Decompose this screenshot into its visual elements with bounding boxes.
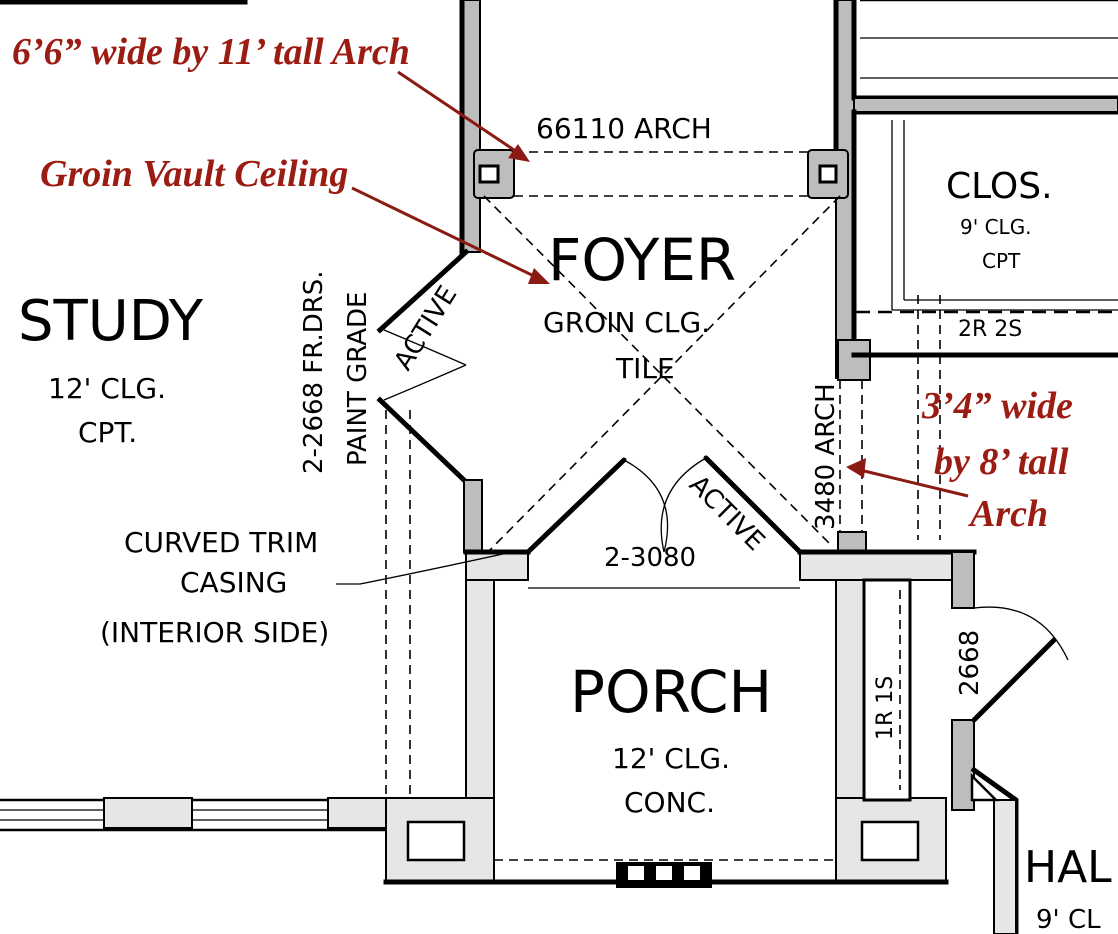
- annotation-arch-side-3: Arch: [968, 493, 1048, 535]
- front-doors: [525, 455, 803, 555]
- hall-door-label: 2668: [955, 630, 985, 696]
- foyer-angled-walls: [376, 248, 483, 553]
- study-name: STUDY: [18, 289, 204, 354]
- arch-top-columns: [473, 149, 849, 199]
- annotation-groin-vault: Groin Vault Ceiling: [40, 153, 348, 195]
- porch-name: PORCH: [570, 658, 772, 726]
- groin-vault-diagonals: [483, 195, 841, 557]
- closet-shelf-label: 2R 2S: [958, 317, 1022, 342]
- curved-trim-label-2: CASING: [180, 566, 287, 599]
- foyer-name: FOYER: [548, 226, 736, 294]
- study-floor: CPT.: [78, 416, 137, 449]
- annotation-arch-top: 6’6” wide by 11’ tall Arch: [12, 31, 410, 73]
- foyer-ceiling: GROIN CLG.: [543, 306, 710, 339]
- closet-walls: [837, 109, 1118, 540]
- arch-side-label: 3480 ARCH: [811, 383, 841, 530]
- hall-ceiling: 9' CL: [1036, 905, 1101, 934]
- porch-interior: [494, 587, 836, 888]
- active-front-label: ACTIVE: [683, 470, 770, 557]
- arch-top-label: 66110 ARCH: [536, 112, 712, 145]
- side-arch: [837, 380, 867, 555]
- front-door-label: 2-3080: [604, 543, 696, 573]
- active-left-label: ACTIVE: [388, 281, 463, 376]
- porch-ceiling: 12' CLG.: [612, 742, 730, 775]
- porch-brick-walls: [383, 549, 977, 885]
- curved-trim-leader: [336, 551, 513, 585]
- annotation-arch-side-1: 3’4” wide: [921, 385, 1073, 427]
- hall-walls: [951, 551, 1069, 934]
- curved-trim-label-1: CURVED TRIM: [124, 526, 318, 559]
- study-window-wall: [0, 410, 411, 832]
- study-ceiling: 12' CLG.: [48, 372, 166, 405]
- closet-name: CLOS.: [946, 166, 1053, 207]
- annotation-arch-side-2: by 8’ tall: [934, 441, 1069, 483]
- french-doors-label-1: 2-2668 FR.DRS.: [299, 270, 329, 474]
- porch-side-closet: [862, 578, 912, 802]
- porch-floor: CONC.: [624, 786, 715, 819]
- french-doors: [383, 329, 467, 401]
- french-doors-label-2: PAINT GRADE: [343, 292, 373, 466]
- foyer-east-wall: [833, 0, 1118, 379]
- closet-floor: CPT: [982, 249, 1021, 273]
- foyer-floor: TILE: [615, 352, 675, 385]
- curved-trim-label-3: (INTERIOR SIDE): [100, 616, 329, 649]
- annotation-arrows: [351, 70, 969, 498]
- closet-ceiling: 9' CLG.: [960, 215, 1032, 239]
- hall-name: HAL: [1024, 842, 1112, 893]
- arch-top-opening: [514, 151, 808, 197]
- top-right-shelves: [860, 0, 1118, 79]
- porch-shelf-label: 1R 1S: [873, 676, 898, 740]
